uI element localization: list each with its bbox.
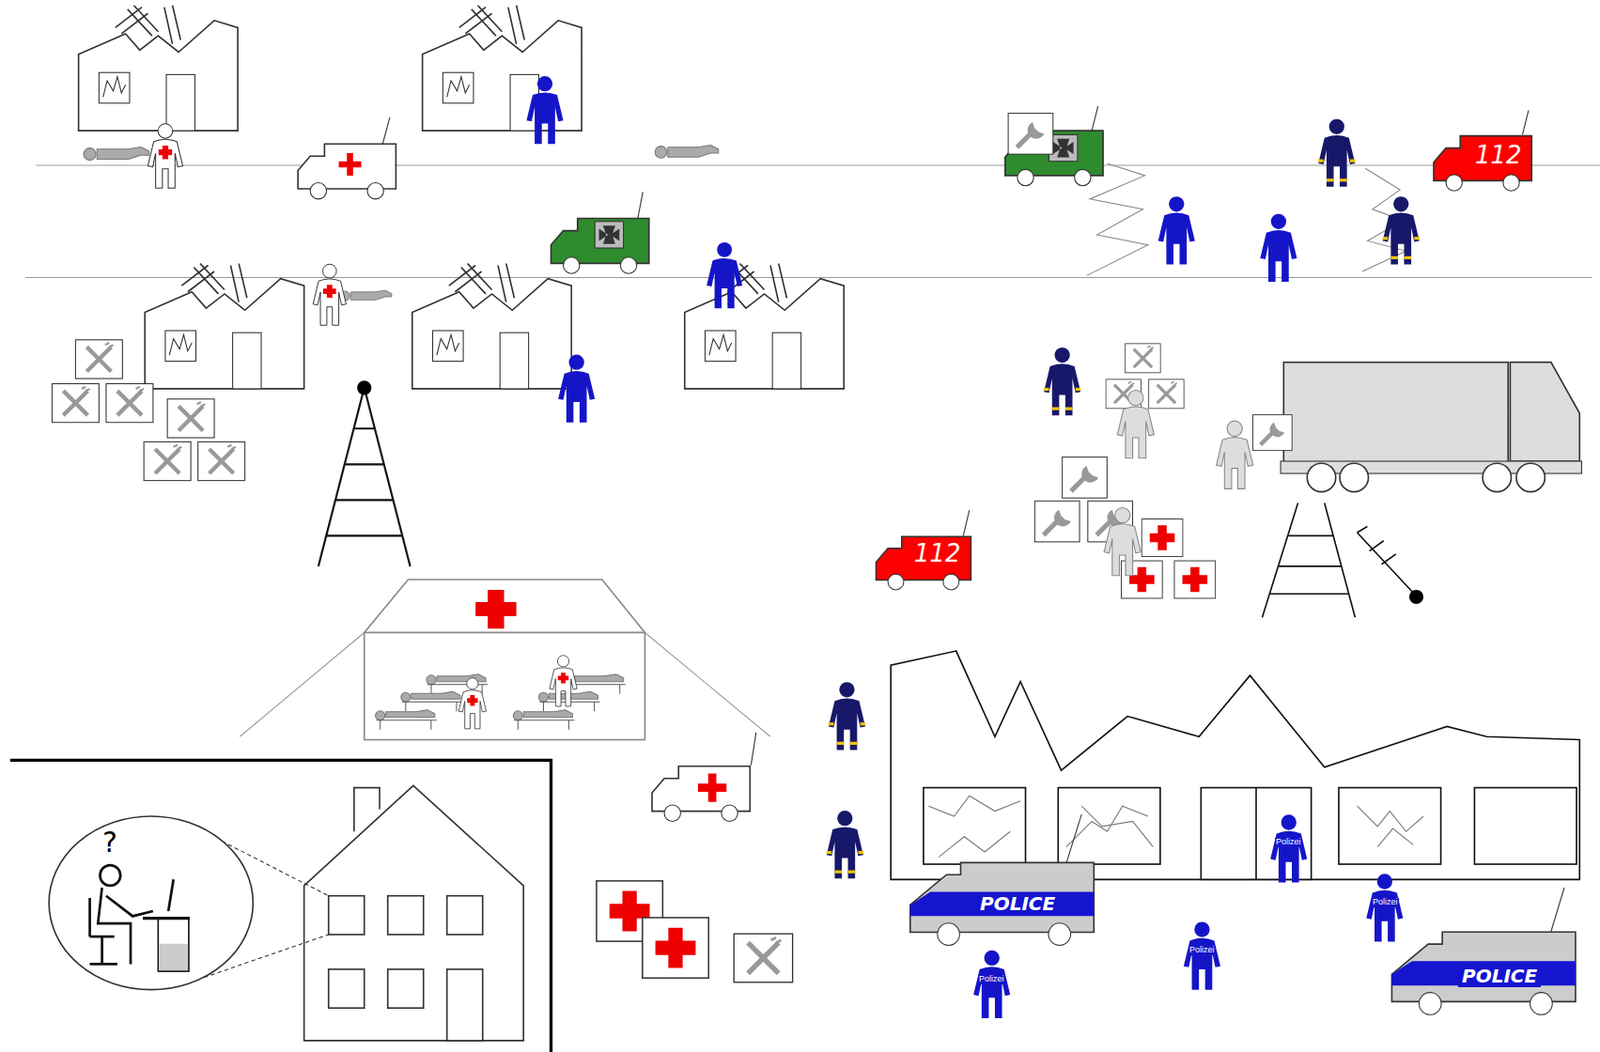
node-text: POLICE (979, 892, 1056, 916)
node-text: Polizei (978, 974, 1005, 984)
node-text: 112 (1475, 140, 1523, 170)
police-van: POLICE (976, 893, 1059, 916)
question-mark: ? (102, 828, 118, 857)
node-text: POLICE (1461, 964, 1538, 988)
node-text: Polizei (1275, 837, 1302, 847)
vehicle-number: 112 (910, 540, 965, 568)
police-van: POLICE (1458, 965, 1541, 988)
node-text: Polizei (1372, 897, 1399, 907)
police-officer: Polizei (978, 975, 1006, 985)
node-text: 112 (914, 539, 962, 568)
node-text: Polizei (1189, 945, 1215, 955)
police-officer: Polizei (1274, 838, 1303, 848)
vehicle-number: 112 (1471, 141, 1526, 170)
police-officer: Polizei (1371, 898, 1399, 908)
police-officer: Polizei (1188, 946, 1216, 956)
